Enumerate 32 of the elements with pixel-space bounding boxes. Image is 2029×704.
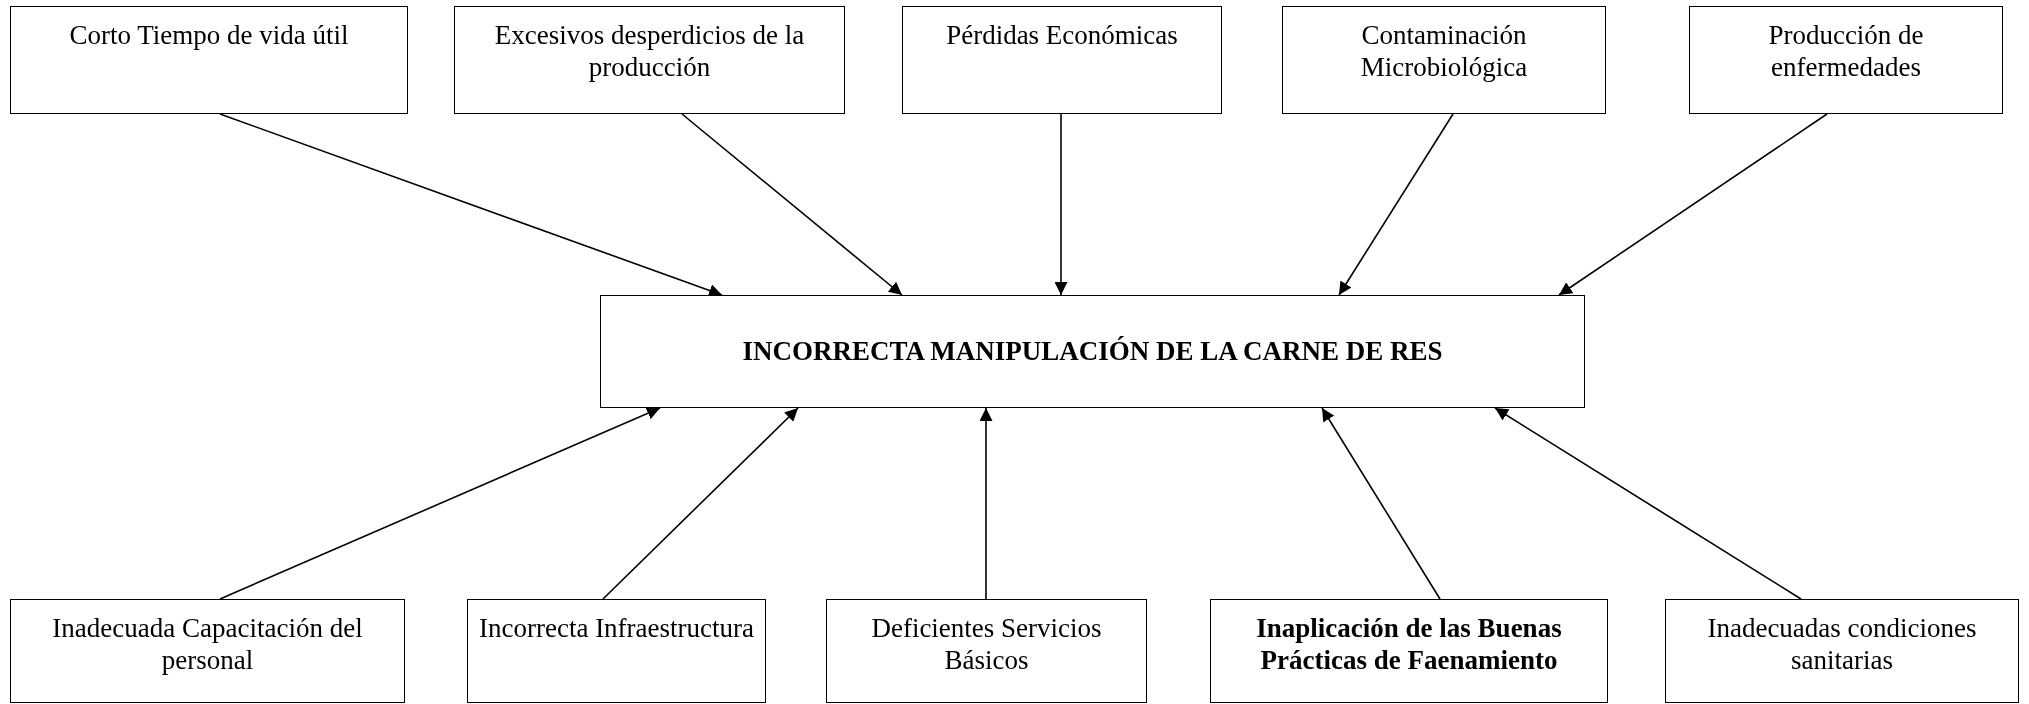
box-text: Incorrecta Infraestructura <box>478 612 755 645</box>
box-text: Deficientes Servicios Básicos <box>870 612 1103 678</box>
arrow <box>1494 407 1802 600</box>
box-text: Inaplicación de las Buenas Prácticas de Faenamiento <box>1255 612 1563 678</box>
box-text: Inadecuada Capacitación del personal <box>51 612 364 678</box>
cause-effect-box <box>826 599 1147 703</box>
arrow <box>979 407 993 600</box>
arrow <box>1338 113 1454 296</box>
cause-effect-box <box>1689 6 2003 114</box>
arrow <box>1321 407 1441 600</box>
box-text: Corto Tiempo de vida útil <box>69 19 349 52</box>
cause-effect-box <box>10 6 408 114</box>
cause-effect-box <box>454 6 845 114</box>
box-text: Producción de enfermedades <box>1767 19 1925 85</box>
cause-effect-box <box>467 599 766 703</box>
cause-effect-box <box>1210 599 1608 703</box>
box-text: Excesivos desperdicios de la producción <box>493 19 806 85</box>
arrow <box>219 407 661 600</box>
box-text: Inadecuadas condiciones sanitarias <box>1706 612 1978 678</box>
cause-effect-box <box>902 6 1222 114</box>
cause-effect-box <box>1665 599 2019 703</box>
arrow <box>219 113 723 297</box>
box-text: Contaminación Microbiológica <box>1359 19 1529 85</box>
arrow <box>1558 113 1828 296</box>
arrow <box>602 407 799 600</box>
box-text: INCORRECTA MANIPULACIÓN DE LA CARNE DE RES <box>742 335 1443 368</box>
arrow <box>681 113 903 296</box>
problem-box <box>600 295 1585 408</box>
box-text: Pérdidas Económicas <box>946 19 1178 52</box>
cause-effect-box <box>10 599 405 703</box>
cause-effect-box <box>1282 6 1606 114</box>
arrow <box>1054 113 1068 296</box>
